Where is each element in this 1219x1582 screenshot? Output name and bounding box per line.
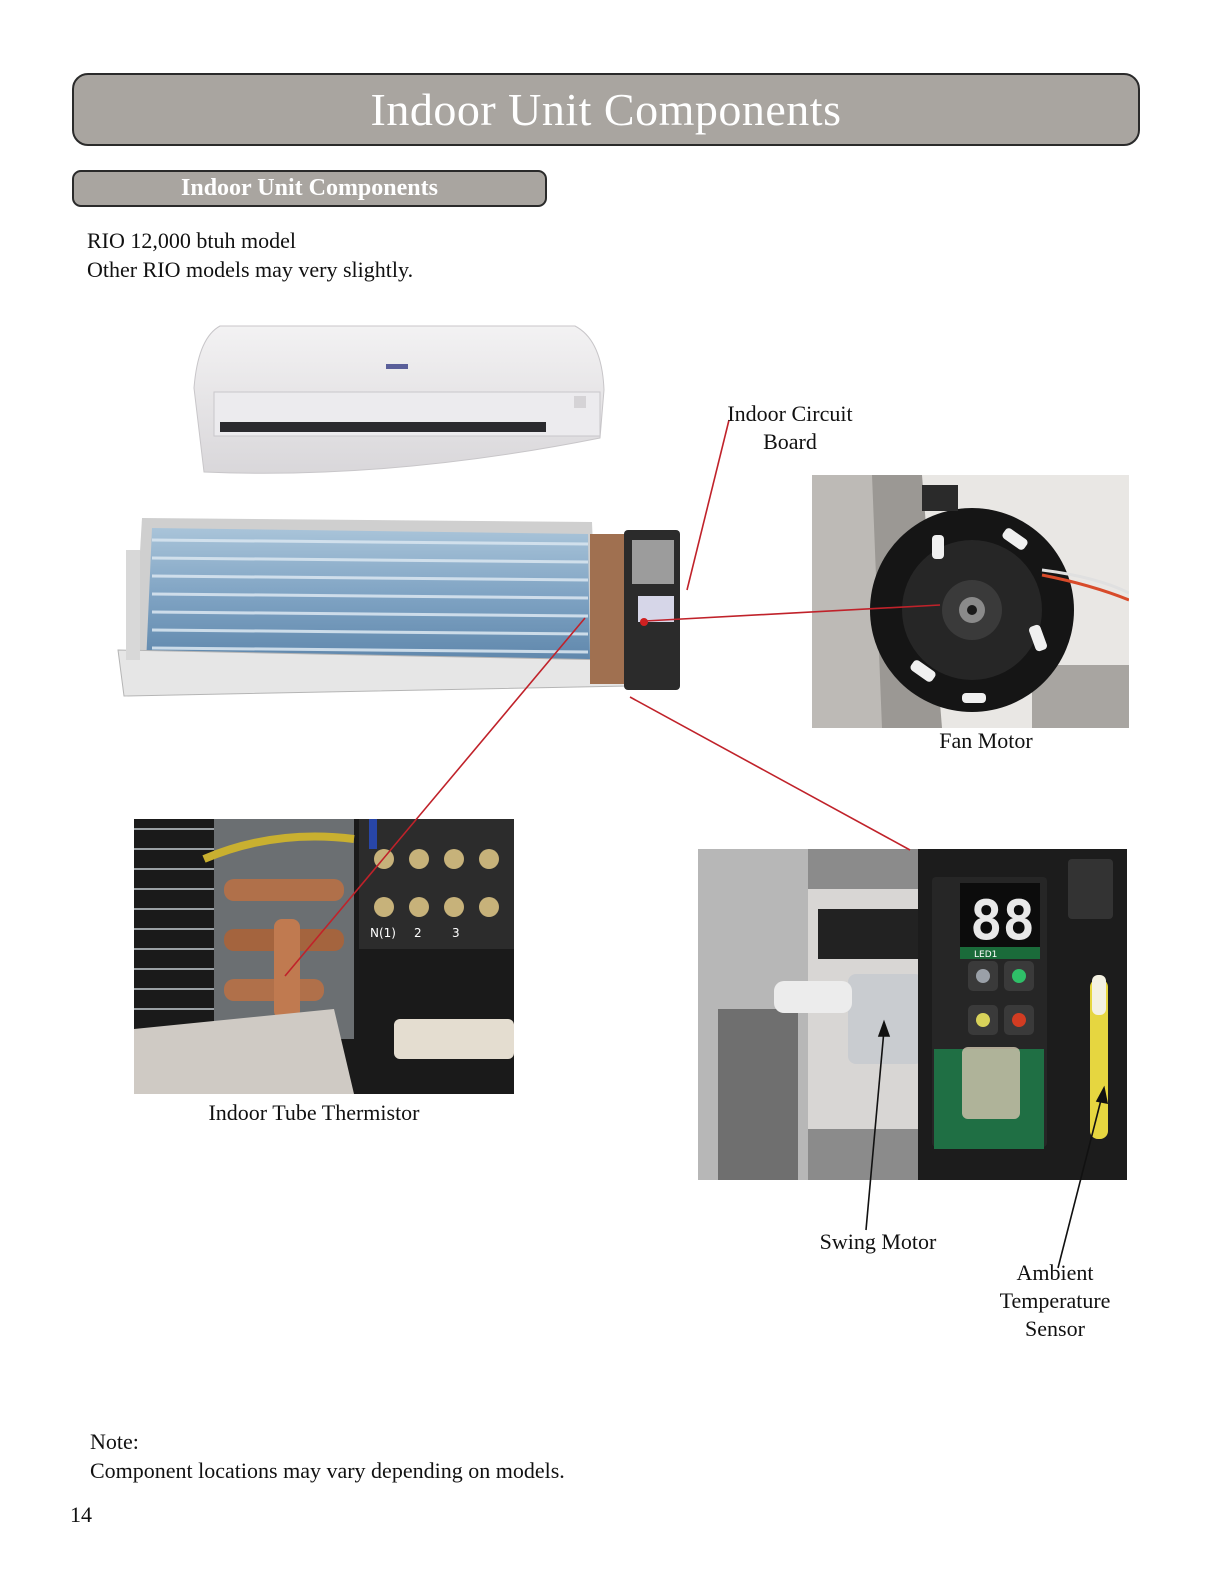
leader-display-board [630,697,910,850]
label-ambient-line2: Temperature [985,1287,1125,1315]
label-swing-motor: Swing Motor [808,1228,948,1256]
leader-tube-thermistor [285,618,585,976]
note-heading: Note: [90,1427,565,1456]
label-ambient-line1: Ambient [985,1259,1125,1287]
leader-fan-motor [645,605,940,621]
label-indoor-tube-thermistor: Indoor Tube Thermistor [184,1099,444,1127]
label-fan-motor: Fan Motor [916,727,1056,755]
arrowhead-ambient-sensor [1097,1088,1107,1103]
page-number: 14 [70,1502,92,1528]
label-circuit-board-line2: Board [710,428,870,456]
note-block: Note: Component locations may vary depen… [90,1427,565,1485]
leader-ambient-sensor [1058,1096,1102,1268]
arrowhead-swing-motor [879,1022,889,1036]
label-ambient-line3: Sensor [985,1315,1125,1343]
label-circuit-board-line1: Indoor Circuit [710,400,870,428]
label-ambient-temperature-sensor: Ambient Temperature Sensor [985,1259,1125,1343]
note-text: Component locations may vary depending o… [90,1456,565,1485]
label-indoor-circuit-board: Indoor Circuit Board [710,400,870,456]
leader-swing-motor [866,1030,884,1230]
